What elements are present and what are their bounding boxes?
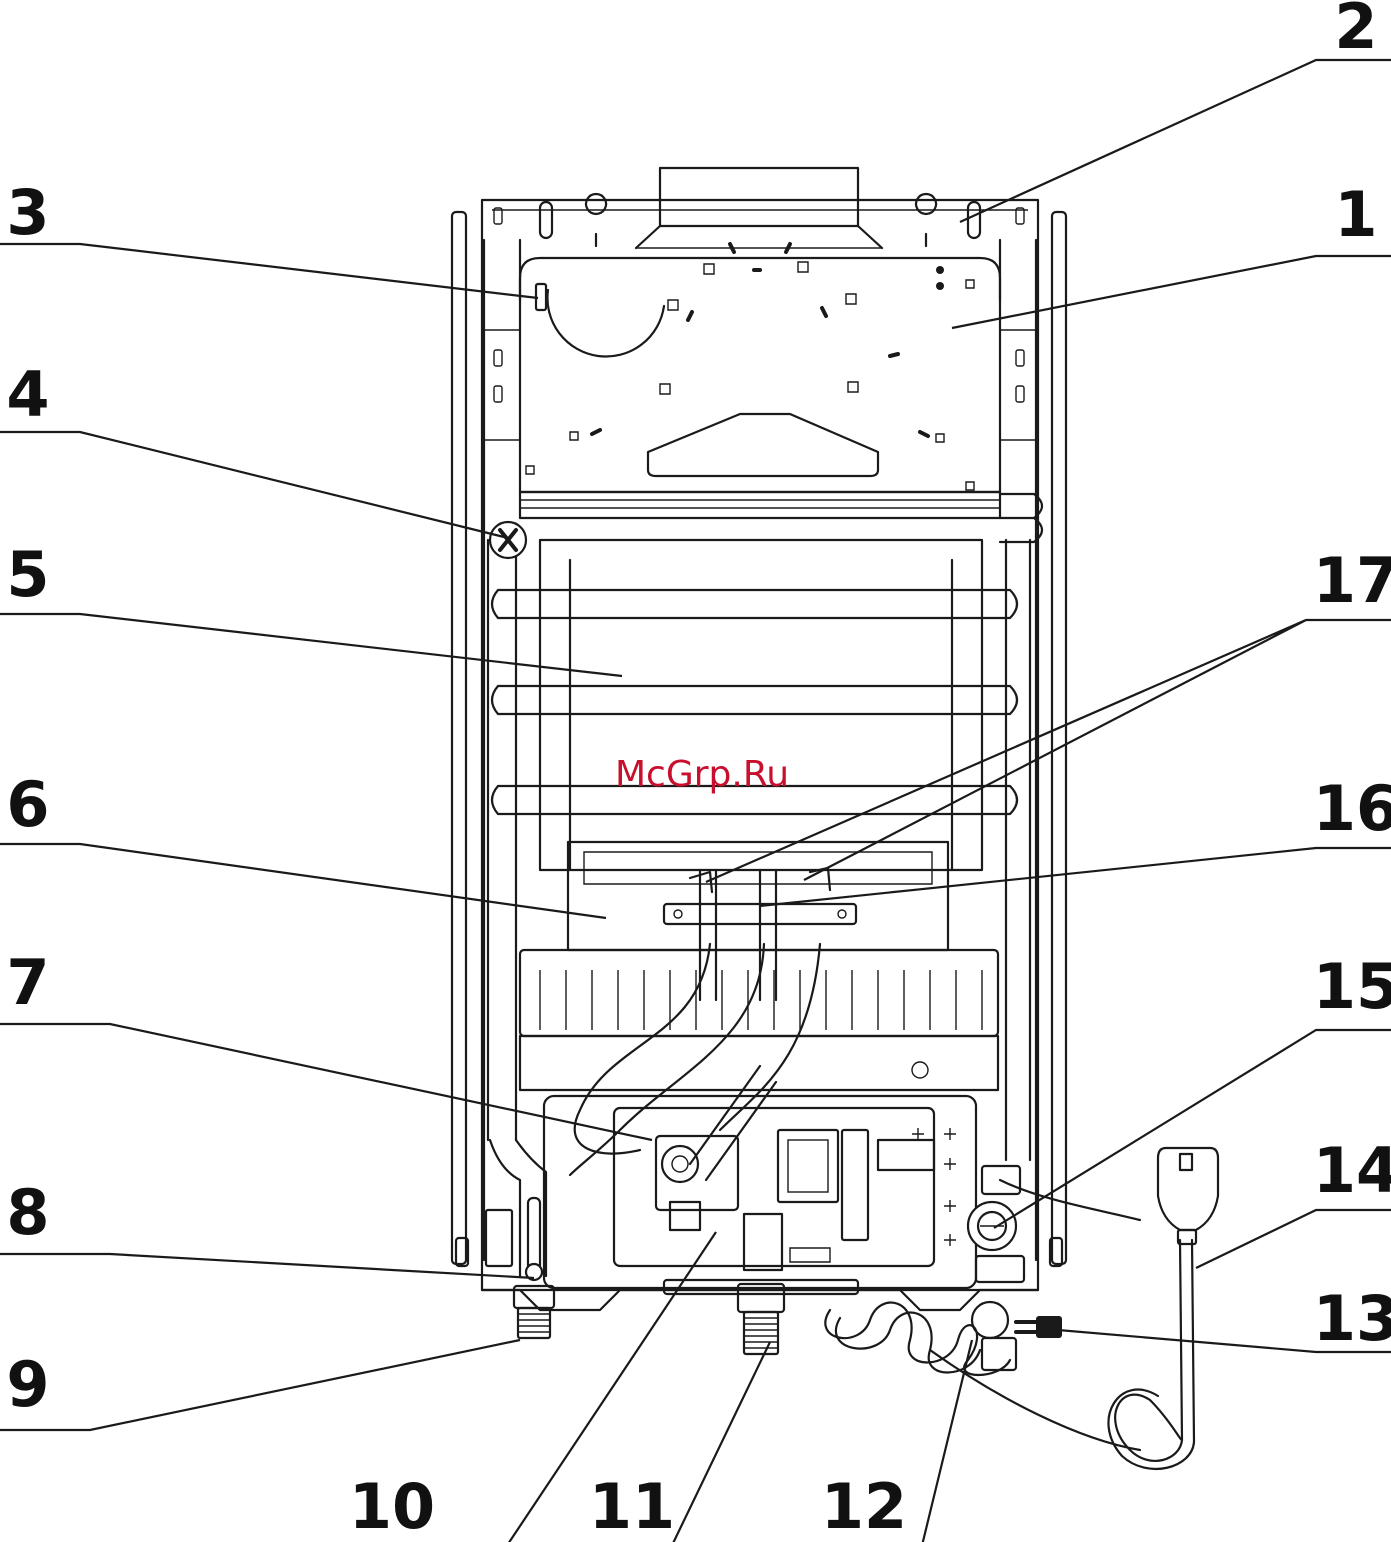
callout-15: 15 [1313,950,1391,1023]
appliance-drawing [452,168,1218,1469]
callout-10: 10 [349,1470,435,1542]
callout-17: 17 [1313,544,1391,617]
callout-4: 4 [6,358,49,431]
callout-11: 11 [589,1470,675,1542]
callout-5: 5 [6,538,49,611]
callout-8: 8 [6,1176,49,1249]
callout-12: 12 [821,1470,907,1542]
callout-2: 2 [1334,0,1377,63]
callout-1: 1 [1334,178,1377,251]
callout-7: 7 [6,946,49,1019]
callout-9: 9 [6,1348,49,1421]
watermark-text: McGrp.Ru [615,754,789,795]
callout-16: 16 [1313,772,1391,845]
callout-3: 3 [6,176,49,249]
callout-13: 13 [1313,1282,1391,1355]
leader-lines [0,60,1391,1542]
callout-6: 6 [6,768,49,841]
callout-14: 14 [1313,1134,1391,1207]
